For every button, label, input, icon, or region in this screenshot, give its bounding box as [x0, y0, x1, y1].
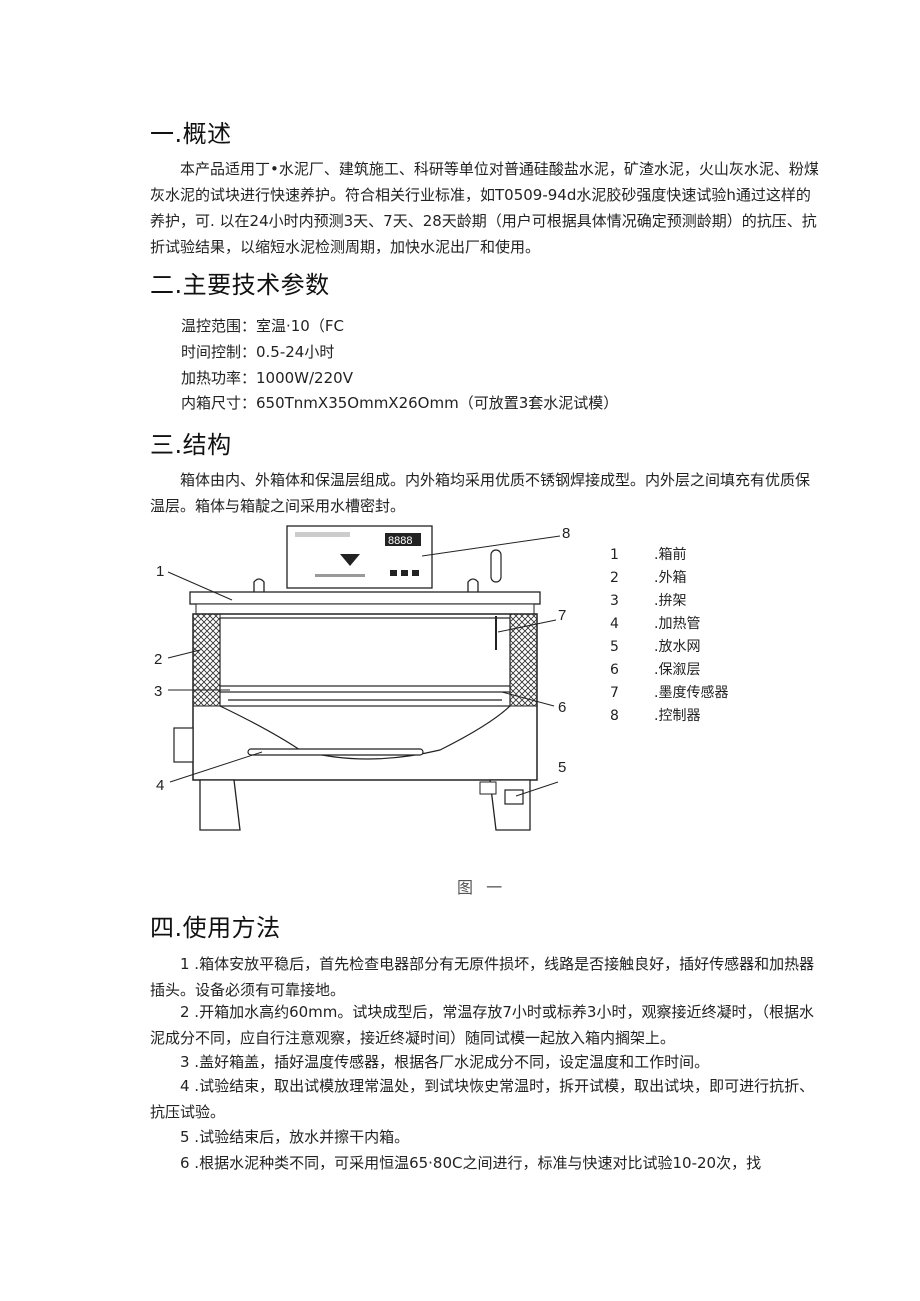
callout-2: 2 [154, 651, 162, 668]
section-heading-structure: 三.结构 [150, 431, 232, 459]
callout-3: 3 [154, 683, 162, 700]
legend-item: 5.放水网 [610, 639, 701, 655]
param-temp-range: 温控范围：室温·10（FC [181, 317, 344, 335]
overview-paragraph: 本产品适用丁•水泥厂、建筑施工、科研等单位对普通硅酸盐水泥，矿渣水泥，火山灰水泥… [150, 160, 819, 256]
section-heading-overview: 一.概述 [150, 120, 232, 148]
legend-item: 6.保溆层 [610, 662, 701, 678]
callout-4: 4 [156, 777, 164, 794]
usage-step: 2 .开箱加水高约60mm。试块成型后，常温存放7小时或标养3小时，观察接近终凝… [150, 1003, 814, 1047]
structure-paragraph: 箱体由内、外箱体和保温层组成。内外箱均采用优质不锈钢焊接成型。内外层之间填充有优… [150, 471, 811, 515]
param-time-control: 时间控制：0.5-24小时 [181, 343, 335, 361]
legend-item: 8.控制器 [610, 708, 701, 724]
usage-step: 4 .试验结束，取出试模放理常温处，到试块恢史常温时，拆开试模，取出试块，即可进… [150, 1077, 815, 1121]
legend-item: 4.加热管 [610, 616, 701, 632]
legend-item: 3.拚架 [610, 593, 687, 609]
param-inner-size: 内箱尺寸：650TnmX35OmmX26Omm（可放置3套水泥试模） [181, 394, 619, 412]
curing-box-diagram: 8888 [154, 525, 570, 831]
figure-caption: 图 一 [457, 878, 507, 897]
section-heading-params: 二.主要技术参数 [150, 271, 330, 299]
param-heating-power: 加热功率：1000W/220V [181, 369, 353, 387]
legend-item: 1.箱前 [610, 547, 687, 563]
callout-8: 8 [562, 525, 570, 542]
callout-7: 7 [558, 607, 566, 624]
legend-item: 2.外箱 [610, 570, 687, 586]
callout-1: 1 [156, 563, 164, 580]
callout-6: 6 [558, 699, 566, 716]
legend-item: 7.墨度传感器 [610, 685, 729, 701]
section-heading-usage: 四.使用方法 [150, 914, 281, 942]
usage-step: 5 .试验结束后，放水并擦干内箱。 [180, 1128, 410, 1146]
controller-unit: 8888 [286, 525, 433, 589]
controller-display-digits: 8888 [388, 535, 412, 547]
usage-step: 1 .箱体安放平稳后，首先检查电器部分有无原件损坏，线路是否接触良好，插好传感器… [150, 955, 815, 999]
usage-step: 3 .盖好箱盖，插好温度传感器，根据各厂水泥成分不同，设定温度和工作时间。 [180, 1053, 710, 1071]
callout-5: 5 [558, 759, 566, 776]
usage-step: 6 .根据水泥种类不同，可采用恒温65·80C之间进行，标准与快速对比试验10-… [180, 1154, 762, 1172]
